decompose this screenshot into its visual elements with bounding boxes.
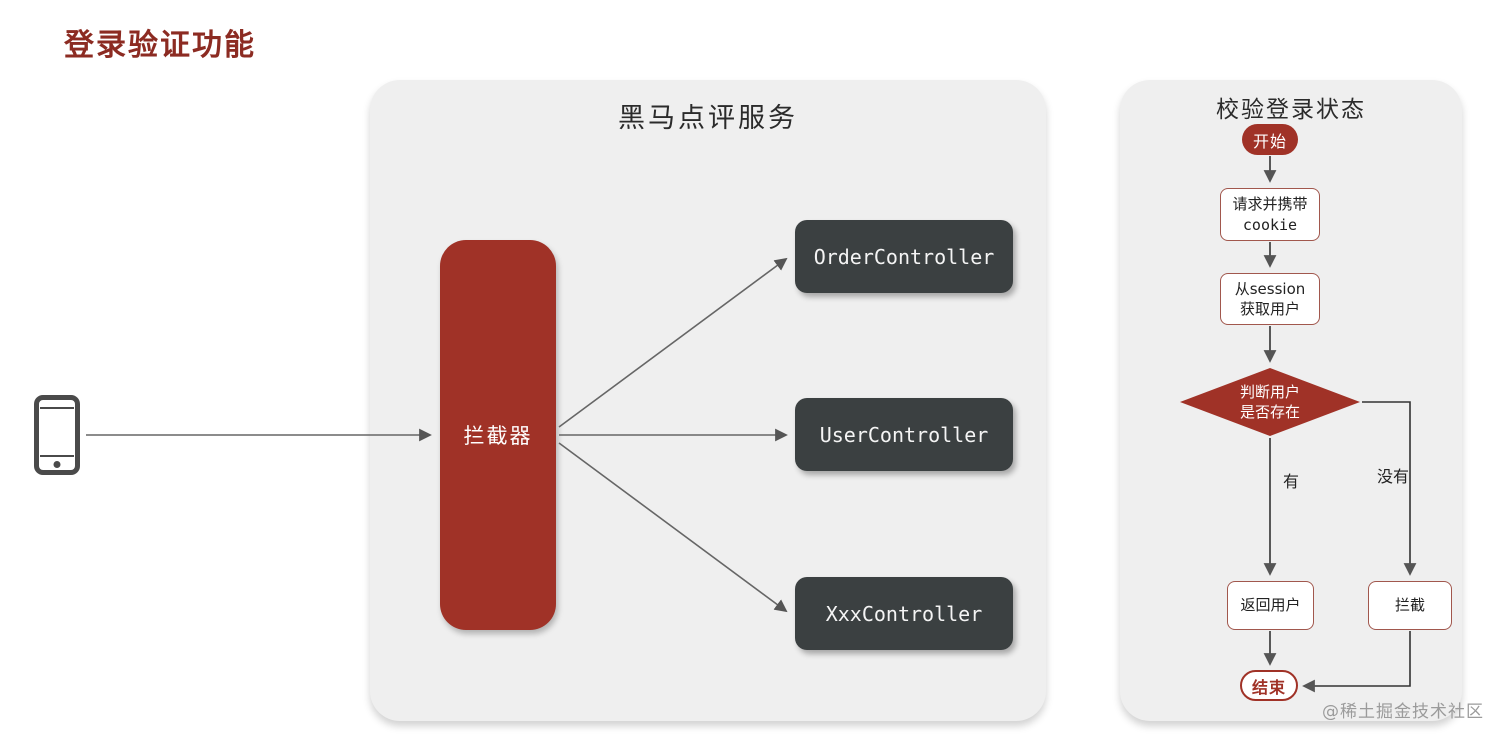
- page-title: 登录验证功能: [64, 28, 256, 63]
- request-cookie-line1: 请求并携带: [1232, 195, 1308, 214]
- xxx-controller-label: XxxController: [825, 601, 983, 626]
- phone-home-button-icon: [53, 461, 61, 468]
- xxx-controller-node: XxxController: [795, 577, 1013, 650]
- user-controller-node: UserController: [795, 398, 1013, 471]
- decision-line2: 是否存在: [1239, 402, 1300, 421]
- decision-line1: 判断用户: [1239, 383, 1300, 401]
- session-user-node: 从session 获取用户: [1220, 273, 1320, 325]
- decision-label: 判断用户 是否存在: [1195, 383, 1345, 422]
- service-panel-title: 黑马点评服务: [618, 103, 798, 134]
- start-label: 开始: [1252, 131, 1287, 151]
- order-controller-node: OrderController: [795, 220, 1013, 293]
- interceptor-node: 拦截器: [440, 240, 556, 630]
- intercept-node: 拦截: [1368, 581, 1452, 630]
- branch-yes-label: 有: [1283, 472, 1300, 491]
- watermark: @稀土掘金技术社区: [1322, 702, 1484, 722]
- request-cookie-node: 请求并携带 cookie: [1220, 188, 1320, 241]
- session-user-line2: 获取用户: [1239, 300, 1300, 318]
- flow-panel-title: 校验登录状态: [1216, 97, 1366, 123]
- return-user-label: 返回用户: [1240, 596, 1301, 615]
- end-node: 结束: [1240, 670, 1298, 701]
- order-controller-label: OrderController: [813, 244, 995, 269]
- request-cookie-line2: cookie: [1242, 215, 1298, 234]
- phone-icon: [34, 395, 80, 475]
- end-label: 结束: [1251, 677, 1286, 697]
- intercept-label: 拦截: [1394, 596, 1425, 615]
- return-user-node: 返回用户: [1227, 581, 1314, 630]
- interceptor-label: 拦截器: [463, 424, 533, 448]
- branch-no-label: 没有: [1377, 467, 1410, 486]
- phone-screen: [40, 407, 74, 457]
- session-user-line1: 从session: [1234, 279, 1306, 298]
- user-controller-label: UserController: [819, 422, 989, 447]
- start-node: 开始: [1242, 124, 1298, 155]
